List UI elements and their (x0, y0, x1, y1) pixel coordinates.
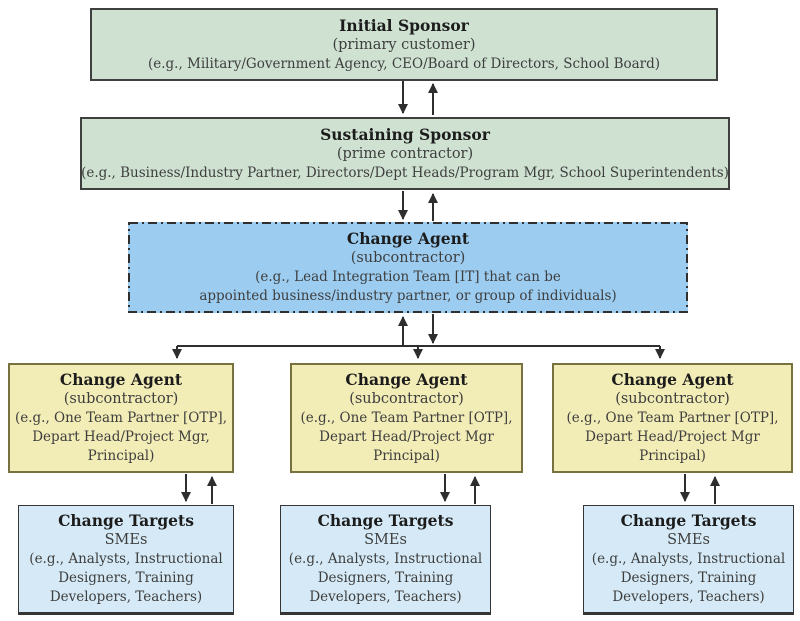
box-change-agent-right: Change Agent (subcontractor) (e.g., One … (552, 363, 793, 473)
change-agent-middle-examples-1: (e.g., One Team Partner [OTP], (300, 410, 513, 426)
change-agent-right-examples-2: Depart Head/Project Mgr (585, 429, 760, 445)
box-change-targets-left: Change Targets SMEs (e.g., Analysts, Ins… (18, 505, 234, 615)
change-agent-left-title: Change Agent (59, 370, 183, 389)
change-targets-middle-examples-1: (e.g., Analysts, Instructional (288, 551, 483, 567)
change-agent-middle-title: Change Agent (345, 370, 468, 389)
lead-change-agent-examples-1: (e.g., Lead Integration Team [IT] that c… (255, 269, 561, 285)
initial-sponsor-title: Initial Sponsor (339, 15, 469, 35)
change-targets-middle-title: Change Targets (317, 511, 454, 530)
change-agent-left-examples-1: (e.g., One Team Partner [OTP], (14, 410, 227, 426)
change-targets-middle-examples-2: Designers, Training (317, 570, 454, 586)
change-agent-middle-examples-2: Depart Head/Project Mgr (319, 429, 494, 445)
change-agent-right-examples-3: Principal) (639, 448, 706, 464)
box-change-targets-middle: Change Targets SMEs (e.g., Analysts, Ins… (280, 505, 491, 615)
change-targets-middle-examples-3: Developers, Teachers) (309, 589, 462, 605)
initial-sponsor-examples: (e.g., Military/Government Agency, CEO/B… (147, 55, 661, 72)
change-targets-left-examples-2: Designers, Training (58, 570, 194, 586)
initial-sponsor-subtitle: (primary customer) (332, 36, 476, 53)
lead-change-agent-subtitle: (subcontractor) (350, 250, 466, 266)
change-targets-middle-subtitle: SMEs (364, 532, 407, 548)
change-targets-right-examples-2: Designers, Training (620, 570, 757, 586)
change-agent-left-subtitle: (subcontractor) (63, 391, 179, 407)
change-agent-right-subtitle: (subcontractor) (615, 391, 730, 407)
box-change-targets-right: Change Targets SMEs (e.g., Analysts, Ins… (583, 505, 794, 615)
change-targets-right-subtitle: SMEs (667, 532, 710, 548)
change-targets-right-examples-3: Developers, Teachers) (612, 589, 765, 605)
change-agent-middle-subtitle: (subcontractor) (349, 391, 464, 407)
sustaining-sponsor-title: Sustaining Sponsor (320, 124, 490, 144)
box-lead-change-agent: Change Agent (subcontractor) (e.g., Lead… (128, 222, 688, 313)
lead-change-agent-examples-2: appointed business/industry partner, or … (199, 288, 617, 304)
change-targets-left-title: Change Targets (58, 511, 194, 530)
box-change-agent-middle: Change Agent (subcontractor) (e.g., One … (290, 363, 523, 473)
change-targets-left-subtitle: SMEs (104, 532, 148, 548)
sustaining-sponsor-subtitle: (prime contractor) (336, 145, 474, 162)
change-agent-left-examples-3: Principal) (87, 448, 155, 464)
change-agent-left-examples-2: Depart Head/Project Mgr, (32, 429, 210, 445)
change-agent-right-title: Change Agent (611, 370, 734, 389)
box-initial-sponsor: Initial Sponsor (primary customer) (e.g.… (90, 8, 718, 81)
change-agent-middle-examples-3: Principal) (373, 448, 440, 464)
change-targets-left-examples-1: (e.g., Analysts, Instructional (29, 551, 223, 567)
change-targets-left-examples-3: Developers, Teachers) (49, 589, 203, 605)
sustaining-sponsor-examples: (e.g., Business/Industry Partner, Direct… (81, 164, 729, 181)
change-agent-right-examples-1: (e.g., One Team Partner [OTP], (566, 410, 779, 426)
change-targets-right-examples-1: (e.g., Analysts, Instructional (591, 551, 786, 567)
box-sustaining-sponsor: Sustaining Sponsor (prime contractor) (e… (80, 117, 730, 190)
box-change-agent-left: Change Agent (subcontractor) (e.g., One … (8, 363, 234, 473)
lead-change-agent-title: Change Agent (346, 229, 470, 248)
change-targets-right-title: Change Targets (620, 511, 757, 530)
